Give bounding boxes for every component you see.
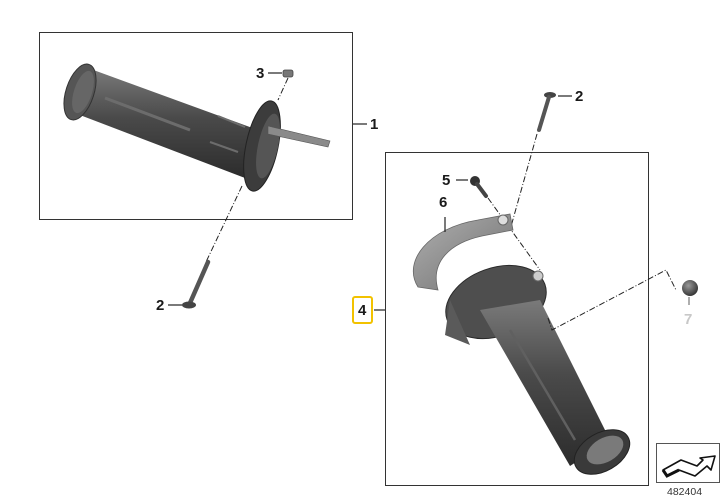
callout-5[interactable]: 5 xyxy=(442,172,451,189)
callout-7[interactable]: 7 xyxy=(684,311,693,328)
callout-6[interactable]: 6 xyxy=(439,194,448,211)
next-page-arrow-icon xyxy=(661,455,716,478)
diagram-reference-number: 482404 xyxy=(667,486,703,498)
callout-2-lower[interactable]: 2 xyxy=(156,297,165,314)
callout-4-highlight xyxy=(352,296,373,324)
callout-3[interactable]: 3 xyxy=(256,65,265,82)
callout-2-upper[interactable]: 2 xyxy=(575,88,584,105)
left-grip-drawing xyxy=(63,63,331,309)
next-page-button[interactable] xyxy=(656,443,720,483)
assembly-4-frame xyxy=(385,152,649,486)
leader-lines xyxy=(168,72,572,311)
callout-1[interactable]: 1 xyxy=(370,116,379,133)
throttle-grip-drawing xyxy=(413,92,698,475)
callout-4[interactable]: 4 xyxy=(358,302,367,319)
assembly-1-frame xyxy=(39,32,353,220)
